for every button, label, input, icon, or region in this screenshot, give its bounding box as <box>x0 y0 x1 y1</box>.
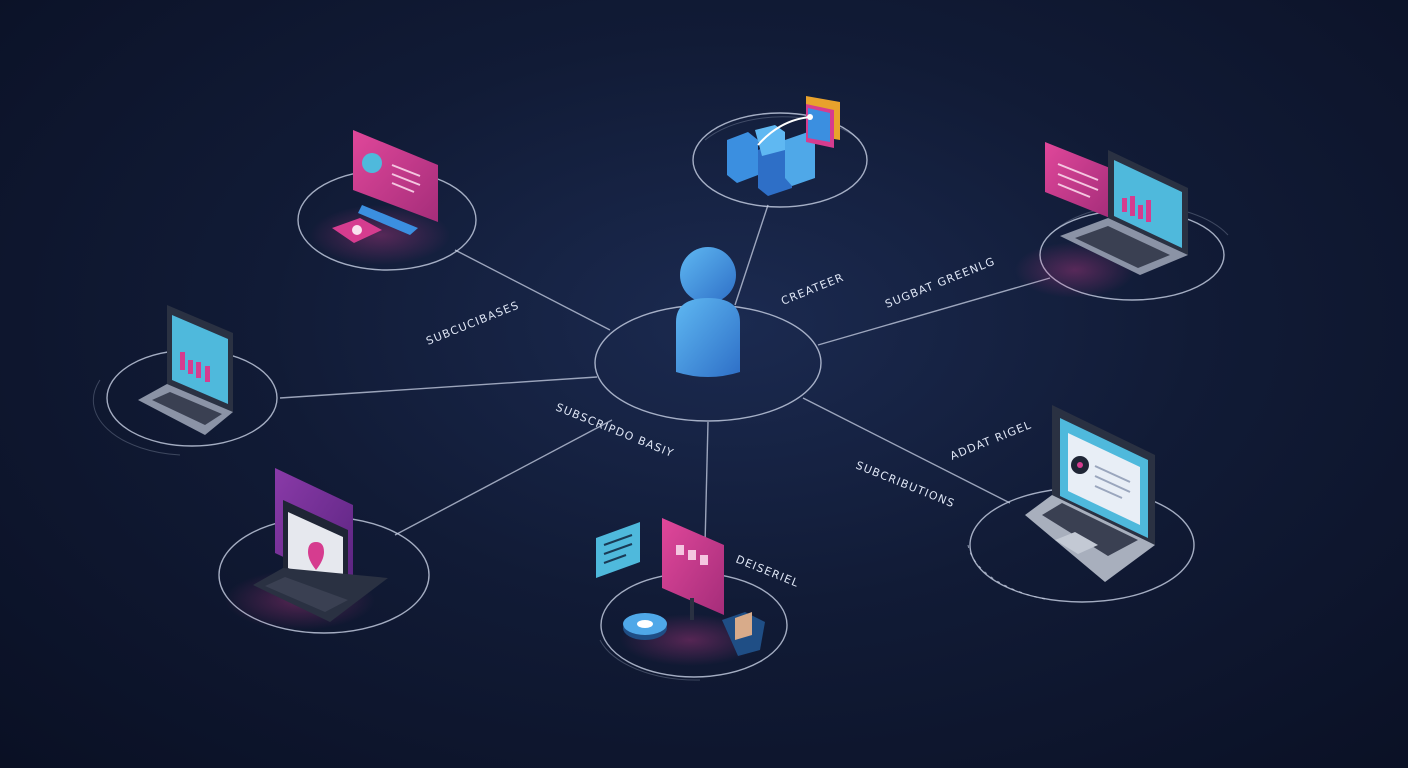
label-bottom: DEISERIEL <box>734 553 801 590</box>
tr-bar-2 <box>1130 196 1135 216</box>
laptop-dashboard-icon <box>1025 405 1155 582</box>
outer-arc-bottom <box>599 639 701 681</box>
bc-box-card <box>735 612 752 640</box>
glow-top-left <box>310 205 450 265</box>
r-laptop-lines <box>1094 465 1131 499</box>
block-card-face <box>808 108 830 142</box>
tr-chat-line-3 <box>1057 183 1091 198</box>
bc-chat-line-2 <box>603 543 633 555</box>
bc-disc-center <box>637 620 653 628</box>
block-4 <box>755 125 785 156</box>
label-center-top: CREATEER <box>779 271 846 308</box>
laptop-chart-icon <box>138 305 233 435</box>
ml-laptop-bars <box>180 352 210 382</box>
bc-block-1 <box>676 545 684 555</box>
bc-monitor-screen <box>662 518 724 615</box>
ml-bar-2 <box>188 360 193 374</box>
tr-bar-1 <box>1122 198 1127 212</box>
chat-line-1 <box>391 164 421 177</box>
block-3 <box>785 132 815 186</box>
tr-laptop-keys <box>1075 226 1170 268</box>
label-right-low: SUBCRIBUTIONS <box>854 459 957 511</box>
user-icon <box>676 247 740 377</box>
tr-chat-lines <box>1057 163 1099 198</box>
r-line-1 <box>1094 465 1131 483</box>
connector-mid-left <box>279 376 598 399</box>
r-laptop-keys <box>1042 503 1138 556</box>
label-top-right: SUGBAT GREENLG <box>883 255 997 311</box>
bl-laptop-keys <box>265 577 348 612</box>
bc-monitor-blocks <box>676 545 708 565</box>
r-laptop-gauge-dot <box>1077 462 1083 468</box>
r-laptop-panel <box>1068 433 1140 525</box>
bc-block-3 <box>700 555 708 565</box>
tr-bar-3 <box>1138 205 1143 219</box>
chat-line-3 <box>391 182 415 193</box>
ring-top-center <box>692 112 868 208</box>
bc-chat-line-3 <box>603 554 627 564</box>
monitor-chat-icon <box>332 130 438 243</box>
r-line-2 <box>1094 475 1131 493</box>
bl-location-pin <box>308 542 324 570</box>
chat-line-2 <box>391 173 421 186</box>
block-link-dot <box>807 114 813 120</box>
bc-chat-lines <box>603 534 633 564</box>
monitor-chat-icon <box>596 518 765 656</box>
outer-arc-top-center <box>704 116 861 141</box>
bc-monitor-stand <box>690 598 694 620</box>
block-link <box>757 116 811 146</box>
block-1 <box>727 132 758 183</box>
ml-bar-1 <box>180 352 185 370</box>
bc-chat-line-1 <box>603 534 633 546</box>
tr-chat-bubble <box>1045 142 1110 218</box>
connector-top-center <box>734 204 769 306</box>
user-body <box>676 298 740 377</box>
label-right-mid: ADDAT RIGEL <box>948 418 1033 463</box>
label-center-left: SUBSCRIPDO BASIY <box>554 401 676 460</box>
ml-laptop-display <box>172 315 228 404</box>
laptop-location-icon <box>253 468 388 622</box>
chat-monitor-avatar <box>362 153 382 173</box>
ml-bar-4 <box>205 366 210 382</box>
tr-laptop-bars <box>1122 196 1151 222</box>
chat-monitor-lines <box>391 164 421 193</box>
r-line-3 <box>1094 485 1123 499</box>
tr-bar-4 <box>1146 200 1151 222</box>
laptop-chart-icon <box>1045 142 1188 275</box>
tr-chat-line-2 <box>1057 173 1099 191</box>
outer-arc-mid-left <box>92 379 181 456</box>
user-head <box>680 247 736 303</box>
chat-monitor-base <box>358 205 418 235</box>
connector-bottom <box>704 421 709 546</box>
connectors <box>279 204 1051 546</box>
outer-arc-right <box>967 544 1051 601</box>
tr-chat-line-1 <box>1057 163 1099 181</box>
r-laptop-pad <box>1055 532 1098 554</box>
blocks-icon <box>727 96 840 196</box>
connector-bottom-left <box>394 419 613 536</box>
connector-top-right <box>817 277 1051 346</box>
label-top-left: SUBCUCIBASES <box>424 298 521 347</box>
connector-right <box>802 397 1011 504</box>
chat-tablet-dot <box>352 225 362 235</box>
ml-laptop-keys <box>152 392 222 425</box>
bc-block-2 <box>688 550 696 560</box>
ml-bar-3 <box>196 362 201 378</box>
connector-top-left <box>454 249 611 331</box>
outer-arcs <box>92 116 1229 681</box>
